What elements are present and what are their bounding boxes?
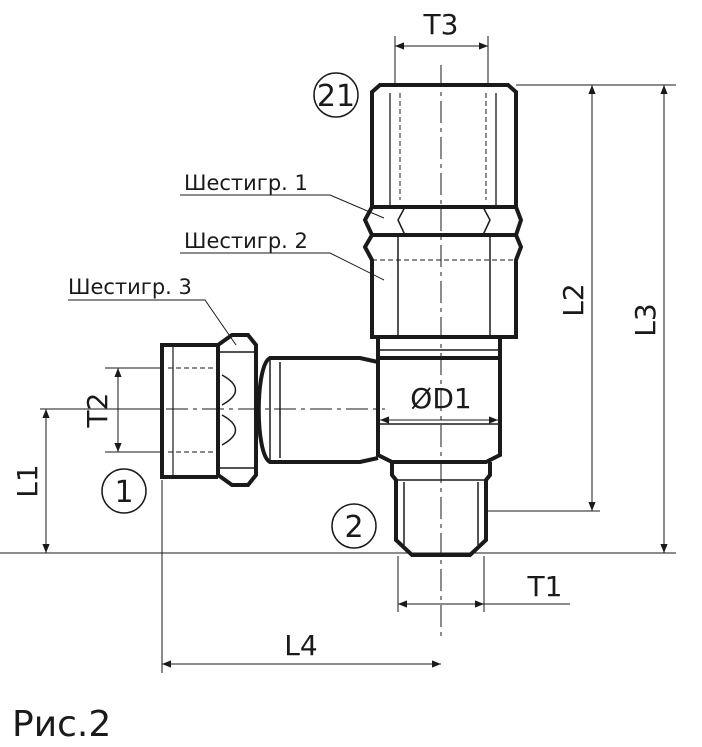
- central-body: [376, 356, 502, 464]
- dim-t1: T1: [527, 570, 563, 603]
- hex-1: [362, 205, 524, 237]
- extension-lines: [0, 36, 676, 673]
- dimension-arrows: [42, 42, 668, 668]
- marker-1: 1: [101, 468, 147, 514]
- dim-t3: T3: [423, 8, 459, 41]
- dim-l2: L2: [557, 283, 590, 316]
- hex-2: [362, 233, 524, 339]
- dim-t2: T2: [81, 393, 114, 429]
- leader-lines: [68, 194, 385, 346]
- svg-text:21: 21: [317, 79, 355, 114]
- figure-caption: Рис.2: [12, 704, 111, 745]
- dim-l1: L1: [11, 464, 44, 497]
- lower-thread: [390, 462, 492, 557]
- horizontal-branch: [160, 333, 379, 487]
- svg-text:1: 1: [114, 475, 133, 510]
- neck: [376, 337, 502, 360]
- svg-text:2: 2: [344, 510, 363, 545]
- hex-1-label: Шестигр. 1: [184, 171, 308, 195]
- marker-21: 21: [313, 72, 359, 118]
- vertical-body: [370, 83, 518, 209]
- dim-d1: ØD1: [410, 382, 471, 415]
- marker-2: 2: [331, 503, 377, 549]
- dim-l4: L4: [284, 629, 317, 662]
- hex-2-label: Шестигр. 2: [184, 229, 308, 253]
- dim-l3: L3: [629, 303, 662, 336]
- hex-3-label: Шестигр. 3: [68, 275, 192, 299]
